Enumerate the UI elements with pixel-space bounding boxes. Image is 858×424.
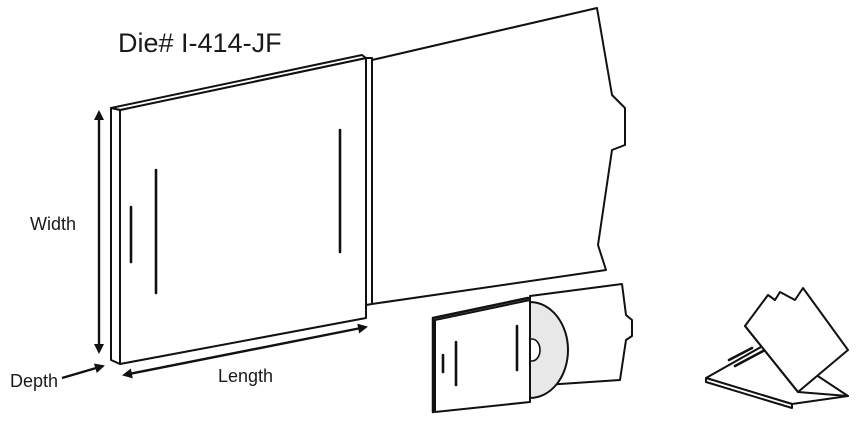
disc-icon [523, 300, 569, 400]
length-dimension: Length [122, 323, 368, 386]
tent-base-slit-1 [727, 346, 754, 362]
standing-folder [705, 287, 849, 409]
main-folder [110, 7, 626, 365]
length-label: Length [218, 366, 273, 386]
depth-label: Depth [10, 371, 58, 391]
tent-base-thickness [705, 377, 793, 409]
tent-flap-edge [744, 325, 849, 397]
small-front-cover [434, 299, 531, 413]
right-flap [371, 7, 626, 305]
small-cover-edge [431, 296, 530, 414]
folder-with-disc [431, 283, 633, 414]
cover-left-edge [110, 107, 121, 365]
tent-flap [744, 287, 849, 393]
depth-dimension: Depth [10, 363, 105, 391]
width-label: Width [30, 214, 76, 234]
die-number-title: Die# I-414-JF [118, 28, 282, 58]
tent-base-slit-2 [733, 348, 767, 368]
width-dimension: Width [30, 110, 104, 354]
